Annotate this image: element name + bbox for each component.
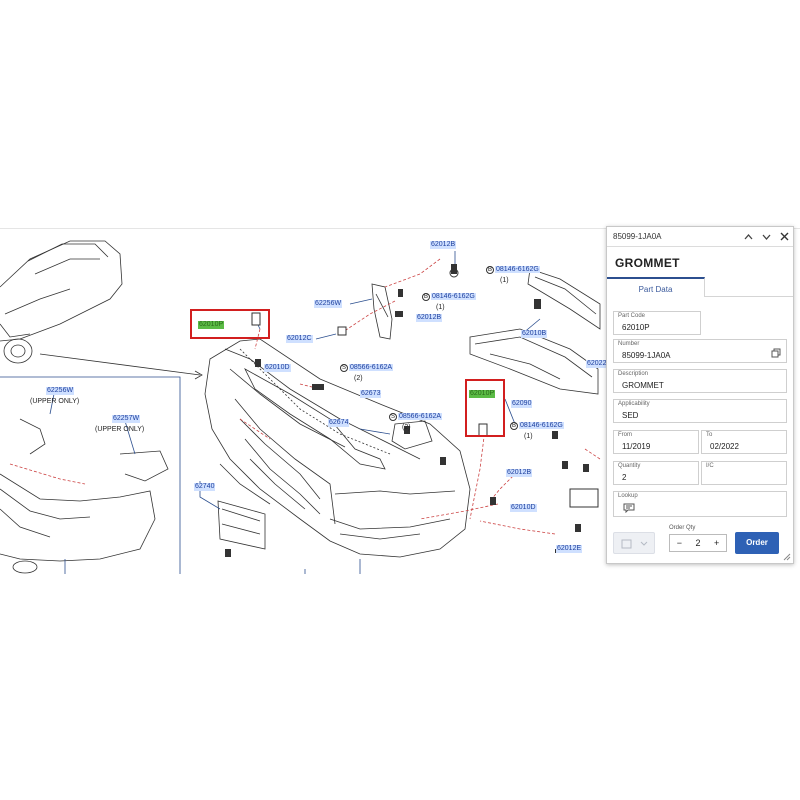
description-value: GROMMET [622, 381, 664, 390]
callout-08566-6162A-2[interactable]: 08566-6162A [398, 413, 443, 420]
callout-08146-6162G-2[interactable]: 08146-6162G [431, 293, 476, 300]
order-qty-stepper[interactable]: − 2 + [669, 534, 727, 552]
applicability-field: Applicability SED [613, 399, 787, 423]
increment-button[interactable]: + [714, 538, 720, 548]
description-field: Description GROMMET [613, 369, 787, 393]
badge-b-icon: B [422, 293, 430, 301]
upper-only-note-1: (UPPER ONLY) [30, 398, 80, 405]
number-field: Number 85099-1JA0A [613, 339, 787, 363]
lookup-field[interactable]: Lookup [613, 491, 787, 517]
part-title: GROMMET [615, 256, 680, 270]
qty-note-5: (1) [524, 433, 533, 440]
applicability-label: Applicability [618, 401, 650, 407]
upper-only-note-2: (UPPER ONLY) [95, 426, 145, 433]
callout-08146-6162G-1[interactable]: 08146-6162G [495, 266, 540, 273]
callout-62010D-right[interactable]: 62010D [510, 504, 537, 512]
quantity-label: Quantity [618, 463, 641, 469]
qty-note-4: (2) [402, 424, 411, 431]
description-label: Description [618, 371, 649, 377]
qty-note-2: (1) [436, 304, 445, 311]
from-field: From 11/2019 [613, 430, 699, 454]
callout-62010P-right[interactable]: 62010P [469, 390, 496, 398]
to-value: 02/2022 [710, 442, 739, 451]
comment-list-icon[interactable] [623, 503, 635, 513]
panel-header: 85099-1JA0A [607, 227, 793, 247]
copy-icon[interactable] [771, 348, 781, 358]
qty-note-3: (2) [354, 375, 363, 382]
callout-62256W-center[interactable]: 62256W [314, 300, 343, 308]
lookup-label: Lookup [618, 493, 638, 499]
callout-62012E[interactable]: 62012E [556, 545, 583, 553]
from-value: 11/2019 [622, 442, 651, 451]
highlight-box-left [190, 309, 270, 339]
ic-field: I/C [701, 461, 787, 485]
resize-handle-icon[interactable] [783, 553, 791, 561]
part-detail-panel: 85099-1JA0A GROMMET Part Data Part Code … [606, 226, 794, 564]
close-icon[interactable] [775, 228, 793, 246]
number-value: 85099-1JA0A [622, 351, 671, 360]
callout-08146-6162G-3[interactable]: 08146-6162G [519, 422, 564, 429]
badge-s-icon: S [389, 413, 397, 421]
callout-62740[interactable]: 62740 [194, 483, 216, 491]
bumper-exploded-diagram [0, 240, 601, 574]
to-field: To 02/2022 [701, 430, 787, 454]
callout-62012C[interactable]: 62012C [286, 335, 313, 343]
callout-62674[interactable]: 62674 [328, 419, 350, 427]
callout-62012B-mid[interactable]: 62012B [416, 314, 443, 322]
panel-tabs: Part Data [607, 277, 793, 297]
from-label: From [618, 432, 632, 438]
callout-62022[interactable]: 62022 [586, 360, 608, 368]
badge-b-icon: B [486, 266, 494, 274]
callout-62673[interactable]: 62673 [360, 390, 382, 398]
highlight-box-right [465, 379, 505, 437]
add-to-list-button[interactable] [613, 532, 655, 554]
decrement-button[interactable]: − [676, 538, 682, 548]
ic-label: I/C [706, 463, 714, 469]
order-qty-value[interactable]: 2 [695, 538, 701, 548]
callout-62012B-top[interactable]: 62012B [430, 241, 457, 249]
callout-62257W[interactable]: 62257W [112, 415, 141, 423]
part-code-label: Part Code [618, 313, 646, 319]
order-qty-label: Order Qty [669, 525, 696, 531]
part-code-field: Part Code 62010P [613, 311, 701, 335]
callout-08566-6162A-1[interactable]: 08566-6162A [349, 364, 394, 371]
part-code-value: 62010P [622, 323, 650, 332]
quantity-value: 2 [622, 473, 627, 482]
callout-62090[interactable]: 62090 [511, 400, 533, 408]
tab-part-data[interactable]: Part Data [607, 277, 705, 297]
callout-62012B-low[interactable]: 62012B [506, 469, 533, 477]
order-button[interactable]: Order [735, 532, 779, 554]
badge-b-icon: B [510, 422, 518, 430]
callout-62010B[interactable]: 62010B [521, 330, 548, 338]
panel-part-number: 85099-1JA0A [613, 232, 662, 241]
applicability-value: SED [622, 411, 639, 420]
badge-s-icon: S [340, 364, 348, 372]
list-dropdown-icon [621, 539, 648, 549]
chevron-down-icon[interactable] [757, 228, 775, 246]
qty-note-1: (1) [500, 277, 509, 284]
callout-62010D-left[interactable]: 62010D [264, 364, 291, 372]
callout-62010P-left[interactable]: 62010P [198, 321, 225, 329]
chevron-up-icon[interactable] [739, 228, 757, 246]
quantity-field: Quantity 2 [613, 461, 699, 485]
to-label: To [706, 432, 713, 438]
number-label: Number [618, 341, 640, 347]
callout-62256W-left[interactable]: 62256W [46, 387, 75, 395]
